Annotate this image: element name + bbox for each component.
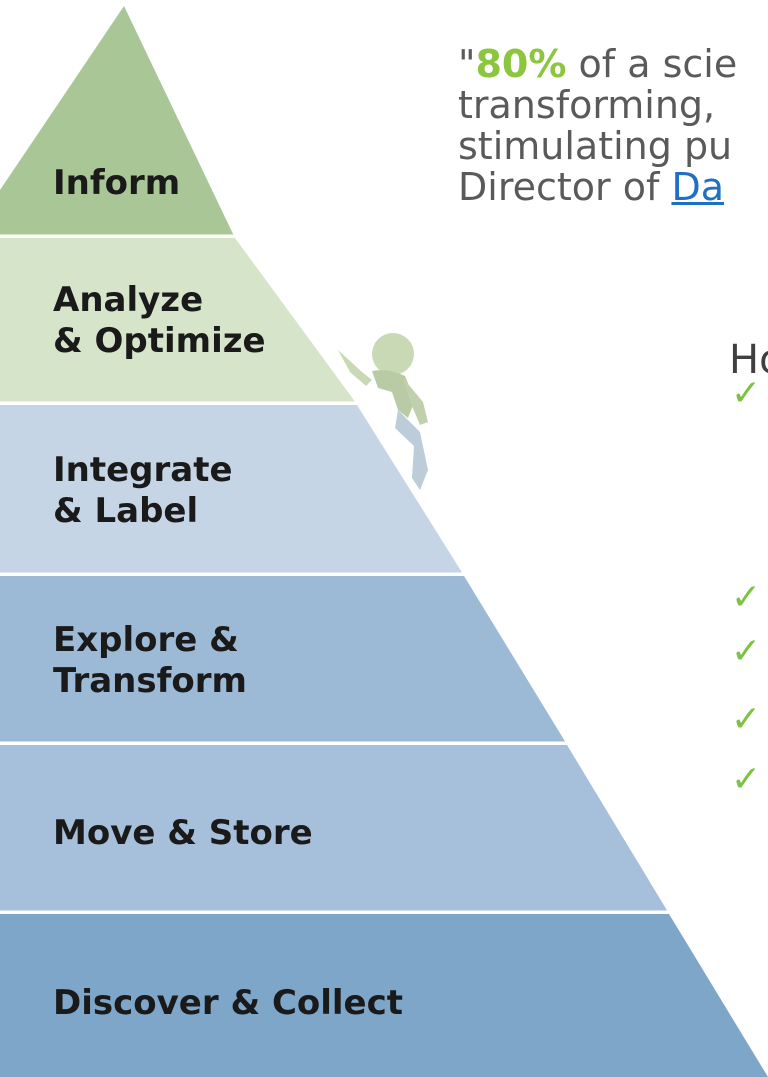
quote-highlight-percent: 80% <box>475 42 567 86</box>
quote-text: "80% of a scie transforming, stimulating… <box>458 44 768 208</box>
tier-label-move-store: Move & Store <box>53 813 313 853</box>
tier-explore-transform <box>0 576 566 743</box>
checkmark-icon: ✓ <box>731 699 762 740</box>
quote-line-1-text: of a scie <box>566 42 738 86</box>
quote-line-4-text: Director of <box>458 165 672 209</box>
tier-label-analyze-optimize: Analyze & Optimize <box>53 280 266 361</box>
checkmark-icon: ✓ <box>731 631 762 672</box>
quote-line-1: "80% of a scie <box>458 44 768 85</box>
tier-label-explore-transform: Explore & Transform <box>53 620 247 701</box>
tier-label-discover-collect: Discover & Collect <box>53 983 404 1023</box>
climbing-figure-illustration <box>338 333 428 490</box>
quote-source-link[interactable]: Da <box>671 165 724 209</box>
checkmark-icon: ✓ <box>731 759 762 800</box>
quote-line-2: transforming, <box>458 83 716 127</box>
tier-integrate-label <box>0 405 463 574</box>
quote-line-4: Director of Da <box>458 167 768 208</box>
tier-label-integrate-label: Integrate & Label <box>53 450 233 531</box>
tier-discover-collect <box>0 914 768 1077</box>
tier-analyze-optimize <box>0 238 356 403</box>
tier-inform <box>0 6 234 236</box>
quote-open-mark: " <box>458 42 476 86</box>
checkmark-icon: ✓ <box>731 373 762 414</box>
tier-label-inform: Inform <box>53 163 181 203</box>
quote-line-3: stimulating pu <box>458 124 733 168</box>
checkmark-icon: ✓ <box>731 577 762 618</box>
tier-move-store <box>0 745 668 912</box>
aside-heading: Ho <box>729 337 768 383</box>
